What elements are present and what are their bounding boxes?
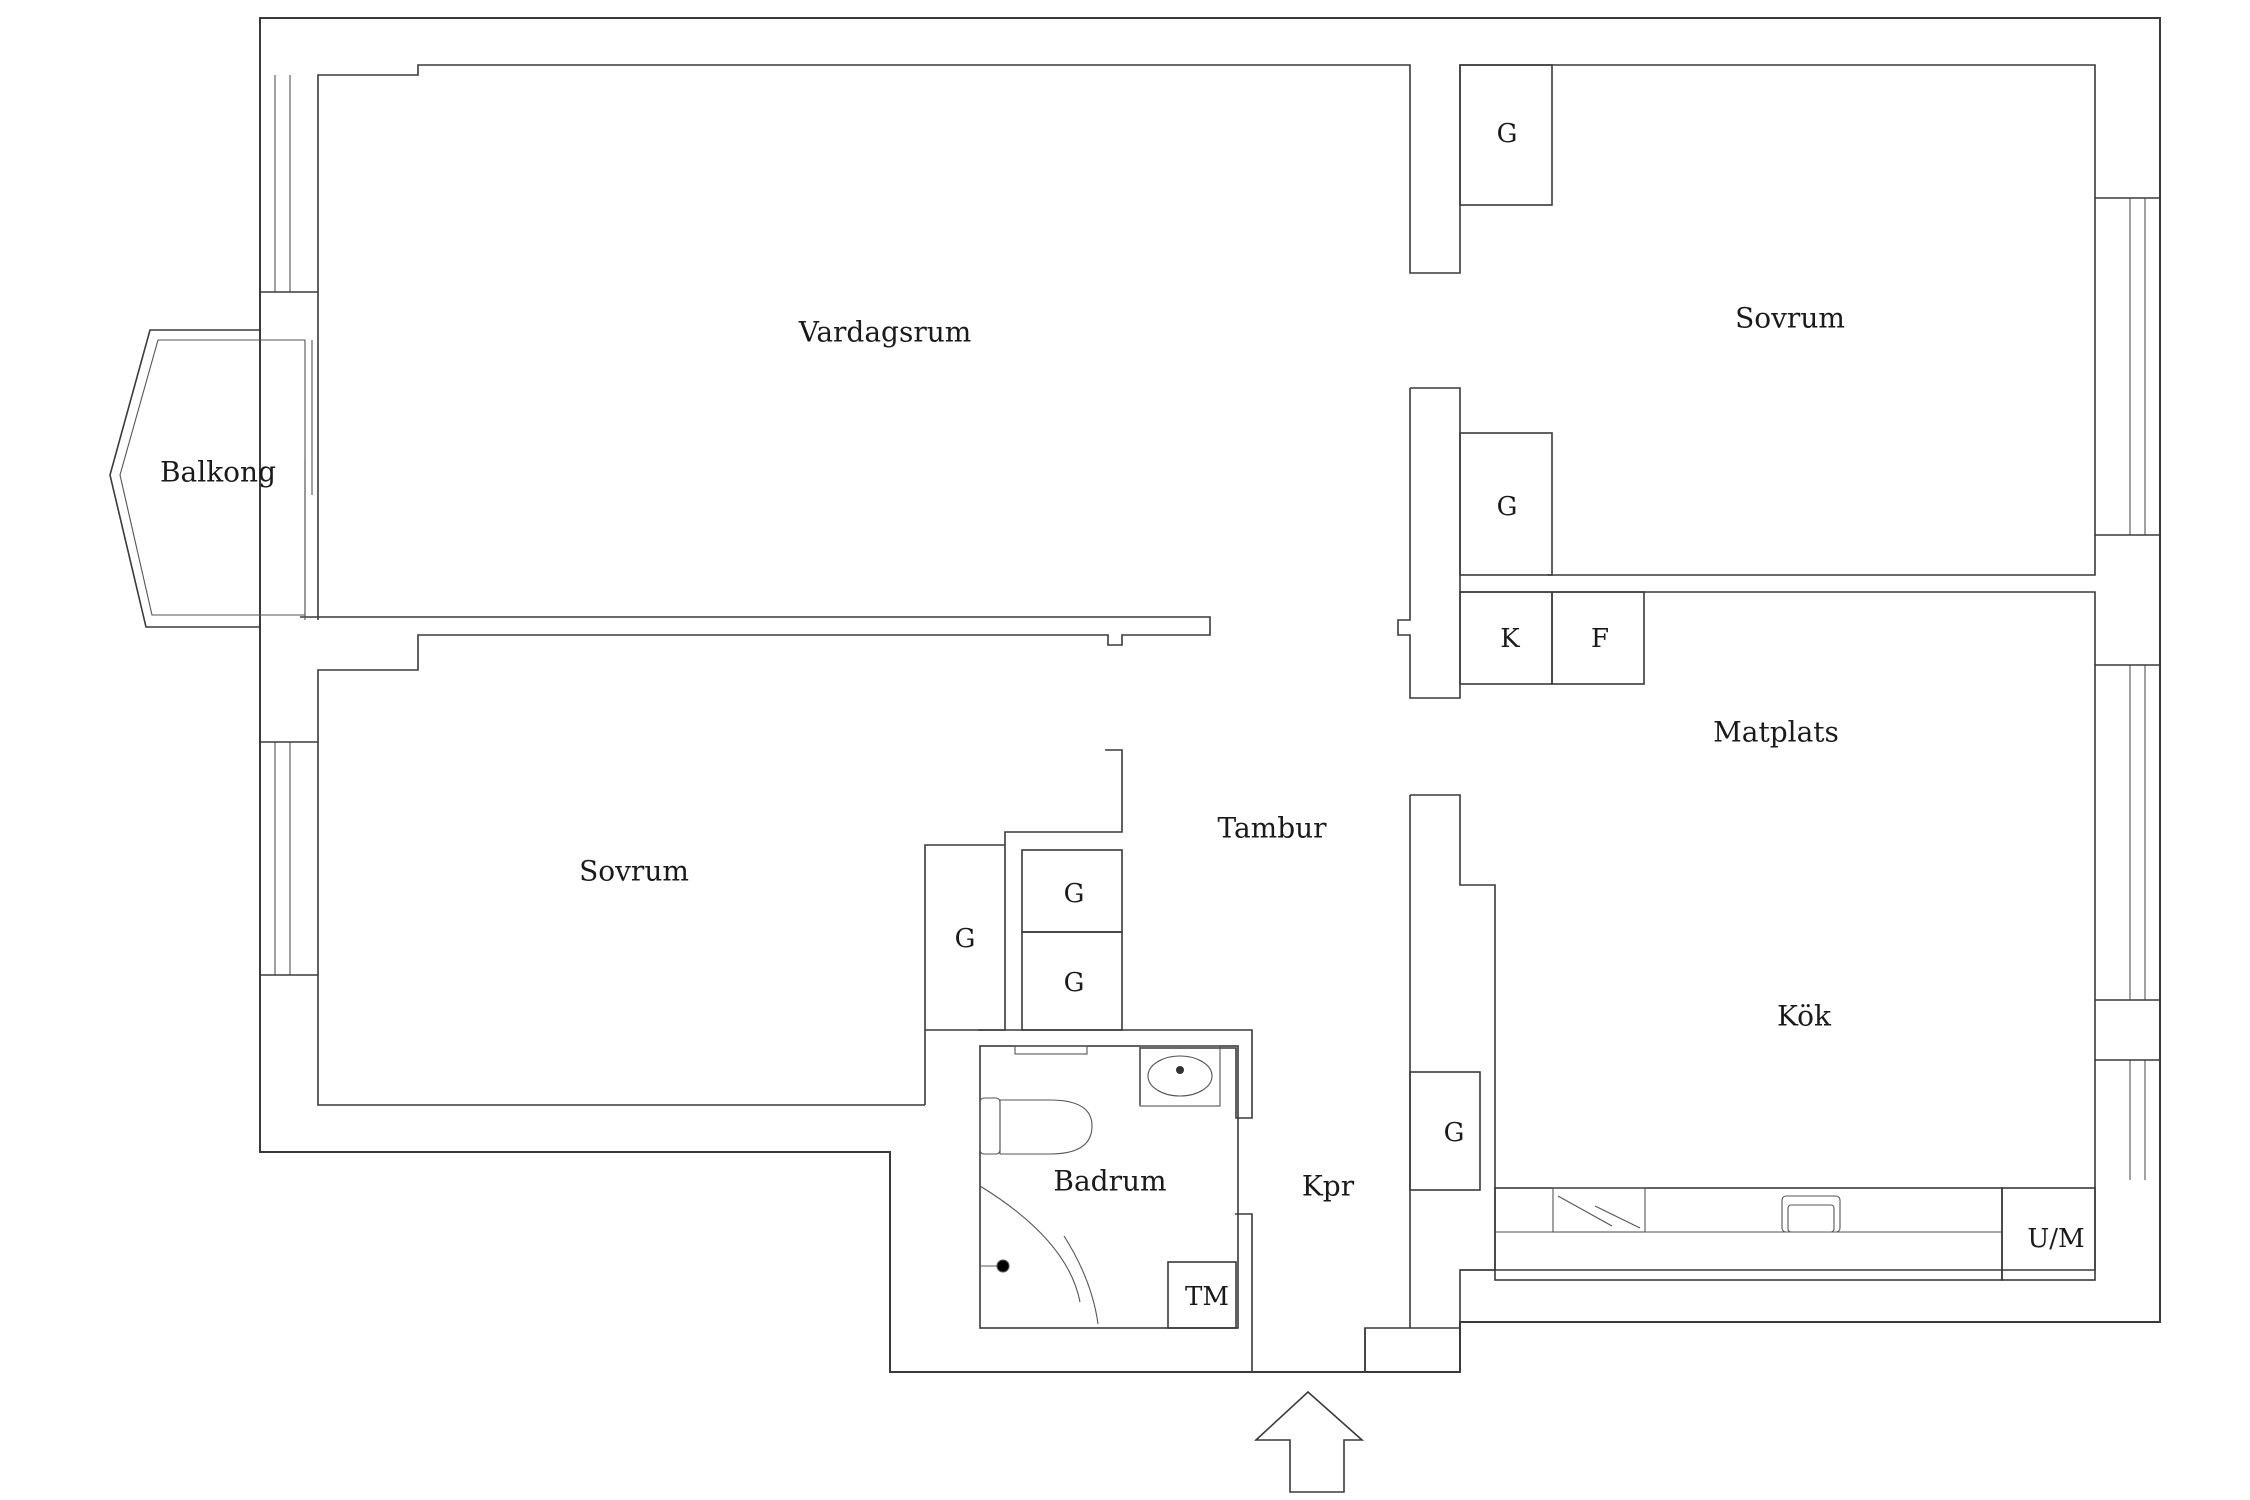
fixture-label-f: F bbox=[1591, 624, 1609, 654]
room-label-sovrum-ne: Sovrum bbox=[1735, 302, 1845, 335]
wall-vardagsrum-south bbox=[300, 616, 1211, 1106]
room-label-badrum: Badrum bbox=[1053, 1165, 1166, 1198]
kitchen-counter bbox=[1494, 1187, 2003, 1281]
fixture-label-um: U/M bbox=[2027, 1224, 2084, 1254]
closet-sovrum-top bbox=[1459, 64, 1553, 206]
bathroom-room bbox=[979, 1045, 1239, 1329]
wall-badrum bbox=[978, 1029, 1253, 1119]
room-label-kok: Kök bbox=[1777, 1000, 1832, 1033]
balcony-outline bbox=[109, 329, 261, 628]
outer-wall bbox=[259, 17, 2161, 1373]
balcony-inner bbox=[119, 339, 306, 616]
fixture-label-g-tambur-2: G bbox=[1064, 968, 1085, 998]
fixture-label-g-tambur-1: G bbox=[1064, 879, 1085, 909]
wall-tambur-closets bbox=[924, 749, 1123, 1031]
wall-stub-mid bbox=[1397, 387, 1461, 699]
entrance-arrow-icon bbox=[1253, 1390, 1365, 1493]
um-cabinet bbox=[2001, 1187, 2096, 1281]
closet-kok bbox=[1409, 1071, 1481, 1191]
stove-icon bbox=[1552, 1187, 1646, 1233]
fixture-label-g-sovrum-top: G bbox=[1497, 119, 1518, 149]
room-label-tambur: Tambur bbox=[1217, 812, 1327, 845]
kitchen-sink-icon bbox=[1781, 1195, 1841, 1233]
fixture-label-k: K bbox=[1500, 624, 1520, 654]
toilet-icon bbox=[979, 1097, 1093, 1155]
wall-kpr bbox=[1235, 1213, 1253, 1372]
room-label-sovrum-w: Sovrum bbox=[579, 855, 689, 888]
shower-icon bbox=[979, 1185, 1099, 1325]
room-label-vardagsrum: Vardagsrum bbox=[798, 316, 972, 349]
wall-vardagsrum bbox=[317, 64, 2096, 620]
fixture-label-tm: TM bbox=[1185, 1282, 1229, 1312]
fixture-label-g-sovrum-mid: G bbox=[1497, 492, 1518, 522]
tm-cabinet bbox=[1167, 1261, 1237, 1329]
sink-icon bbox=[1139, 1045, 1221, 1107]
room-label-balkong: Balkong bbox=[160, 456, 276, 489]
bath-radiator bbox=[1014, 1045, 1088, 1055]
room-label-kpr: Kpr bbox=[1302, 1170, 1355, 1203]
fixture-label-g-kok: G bbox=[1444, 1118, 1465, 1148]
wall-kok-west bbox=[1364, 794, 1496, 1372]
wall-sovrum-kok bbox=[1460, 591, 2096, 1271]
room-label-matplats: Matplats bbox=[1713, 716, 1839, 749]
closet-f bbox=[1551, 591, 1645, 685]
fixture-label-g-sovrum-w: G bbox=[955, 924, 976, 954]
closet-sovrum-mid bbox=[1459, 432, 1553, 576]
